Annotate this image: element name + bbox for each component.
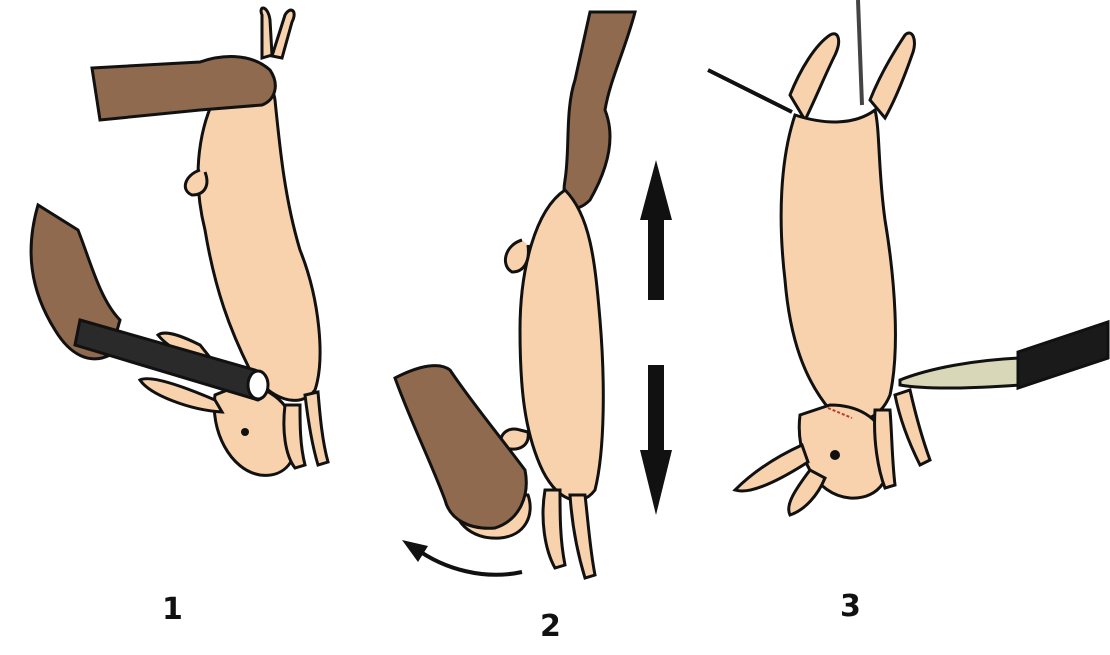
stretch-arrows [640, 160, 672, 515]
knife-icon [900, 322, 1108, 388]
hanging-cords [708, 0, 862, 112]
panel-2 [395, 12, 672, 578]
rotate-arrow [402, 540, 522, 575]
panel-1 [31, 8, 328, 475]
panel-3 [708, 0, 1108, 515]
hand-pulling-head [395, 366, 526, 529]
step-number-3: 3 [840, 592, 861, 622]
rabbit-3 [735, 33, 930, 515]
step-number-1: 1 [162, 595, 183, 625]
hand-holding-legs-2 [564, 12, 635, 208]
step-number-2: 2 [540, 612, 561, 642]
